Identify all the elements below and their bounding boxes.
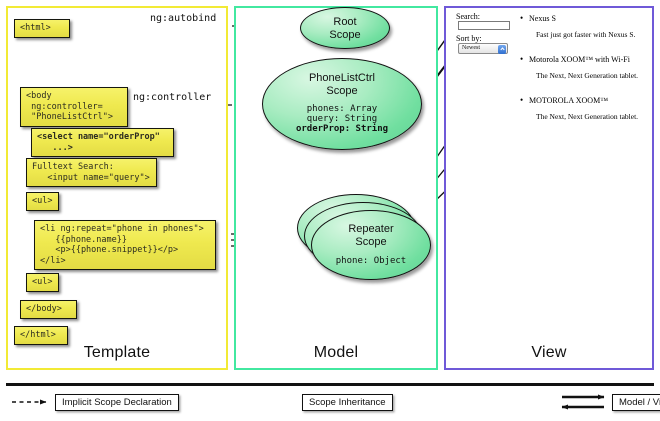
phonelistctrl-scope-prop-0: phones: Array (306, 104, 378, 114)
code-box-html-open: <html> (14, 19, 70, 38)
phone-snippet-1: The Next, Next Generation tablet. (536, 71, 639, 80)
repeater-scope-ellipse: Repeater Scope phone: Object (311, 210, 431, 280)
code-box-li-ng-repeat: <li ng:repeat="phone in phones"> {{phone… (34, 220, 216, 270)
root-scope-ellipse: Root Scope (300, 7, 390, 49)
repeater-scope-prop-0: phone: Object (335, 256, 407, 266)
chevron-down-icon[interactable] (498, 45, 506, 54)
model-column-label: Model (313, 344, 359, 361)
phonelistctrl-scope-prop-1: query: String (306, 114, 378, 124)
label-ng-controller: ng:controller (133, 92, 212, 103)
repeater-scope-title-2: Scope (355, 236, 387, 248)
view-sort-label: Sort by: (456, 34, 482, 43)
view-search-label: Search: (456, 12, 480, 21)
sort-by-select[interactable]: Newest (458, 43, 508, 54)
phonelistctrl-scope-ellipse: PhoneListCtrl Scope phones: Array query:… (262, 58, 422, 150)
code-box-html-close: </html> (14, 326, 68, 345)
code-box-body-open: <body ng:controller= "PhoneListCtrl"> (20, 87, 128, 127)
sort-by-selected-value: Newest (462, 45, 480, 51)
phone-snippet-2: The Next, Next Generation tablet. (536, 112, 639, 121)
code-box-ul-close: <ul> (26, 273, 59, 292)
code-box-ul-open: <ul> (26, 192, 59, 211)
root-scope-title-1: Root (333, 16, 357, 28)
repeater-scope-title-1: Repeater (348, 223, 394, 235)
root-scope-title-2: Scope (329, 29, 361, 41)
phone-name-2[interactable]: MOTOROLA XOOM™ (520, 95, 608, 105)
phonelistctrl-scope-title-2: Scope (326, 85, 358, 97)
template-column-label: Template (83, 344, 151, 361)
search-input[interactable] (458, 21, 510, 30)
legend-label-model-view-data-binding: Model / View Data-binding (612, 394, 660, 411)
code-box-body-close: </body> (20, 300, 77, 319)
view-column-label: View (531, 344, 567, 361)
legend-divider (6, 383, 654, 386)
phonelistctrl-scope-prop-2: orderProp: String (295, 124, 389, 134)
legend-label-scope-inheritance: Scope Inheritance (302, 394, 393, 411)
label-ng-autobind: ng:autobind (150, 13, 217, 24)
code-box-select-orderprop: <select name="orderProp" ...> (31, 128, 174, 157)
phone-snippet-0: Fast just got faster with Nexus S. (536, 30, 636, 39)
phone-name-1[interactable]: Motorola XOOM™ with Wi-Fi (520, 54, 630, 64)
phone-name-0[interactable]: Nexus S (520, 13, 556, 23)
phonelistctrl-scope-title-1: PhoneListCtrl (308, 72, 376, 84)
code-box-fulltext-search: Fulltext Search: <input name="query"> (26, 158, 157, 187)
view-column: View (444, 6, 654, 370)
legend-label-implicit-scope-declaration: Implicit Scope Declaration (55, 394, 179, 411)
